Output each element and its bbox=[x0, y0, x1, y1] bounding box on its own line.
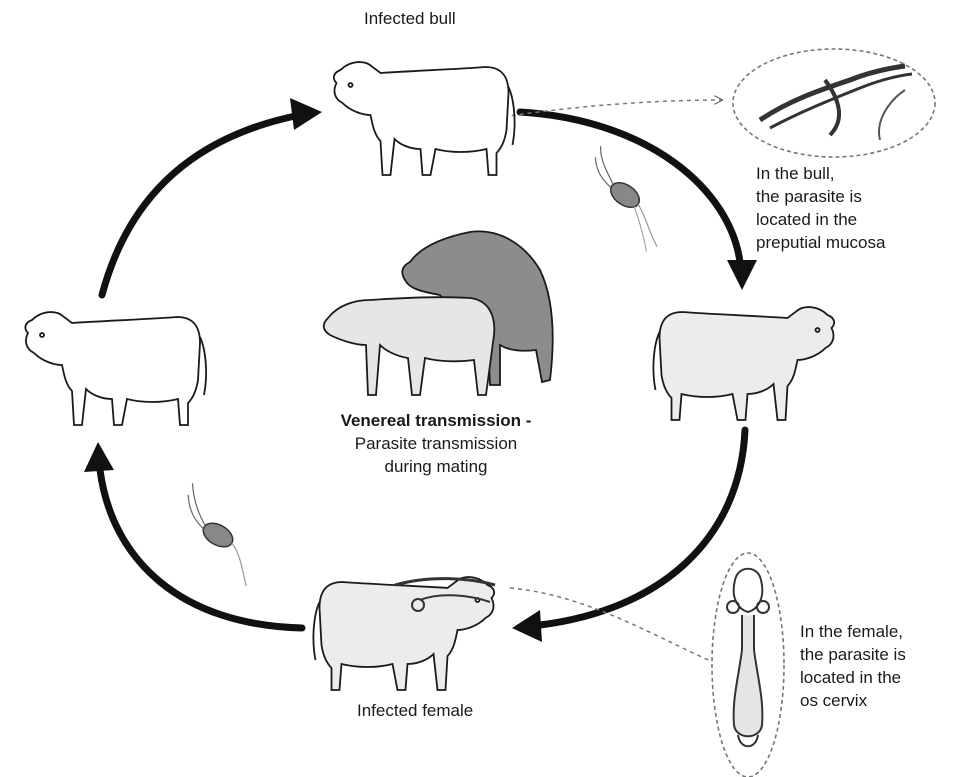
arrow-female-to-left-head bbox=[84, 442, 114, 472]
arrow-bull-to-right-head bbox=[727, 260, 757, 290]
female-note-line-1: In the female, bbox=[800, 620, 906, 643]
bull-note: In the bull, the parasite is located in … bbox=[756, 162, 885, 254]
parasite-icon-upper bbox=[566, 146, 686, 255]
cow-left-illustration bbox=[25, 312, 206, 425]
arrow-right-to-female-head bbox=[512, 610, 542, 642]
bull-note-line-4: preputial mucosa bbox=[756, 231, 885, 254]
bull-note-line-2: the parasite is bbox=[756, 185, 885, 208]
bull-note-line-1: In the bull, bbox=[756, 162, 885, 185]
infected-bull-illustration bbox=[334, 62, 515, 175]
bull-callout-magnifier bbox=[733, 49, 935, 157]
center-line-1: Parasite transmission bbox=[296, 432, 576, 455]
female-callout-magnifier bbox=[712, 553, 784, 777]
infected-female-label: Infected female bbox=[357, 699, 473, 722]
bull-note-line-3: located in the bbox=[756, 208, 885, 231]
parasite-icon-lower bbox=[161, 483, 277, 586]
mating-pair-illustration bbox=[324, 231, 553, 395]
arrow-left-to-bull-head bbox=[290, 98, 322, 130]
venereal-transmission-caption: Venereal transmission - Parasite transmi… bbox=[296, 409, 576, 478]
cow-right-illustration bbox=[653, 307, 834, 420]
arrow-left-to-bull bbox=[102, 115, 300, 295]
arrow-female-to-left bbox=[100, 470, 302, 628]
center-title: Venereal transmission - bbox=[296, 409, 576, 432]
infected-bull-label: Infected bull bbox=[364, 7, 456, 30]
center-line-2: during mating bbox=[296, 455, 576, 478]
female-note-line-2: the parasite is bbox=[800, 643, 906, 666]
female-note-line-4: os cervix bbox=[800, 689, 906, 712]
female-note-line-3: located in the bbox=[800, 666, 906, 689]
infected-female-illustration bbox=[313, 577, 495, 690]
female-note: In the female, the parasite is located i… bbox=[800, 620, 906, 712]
